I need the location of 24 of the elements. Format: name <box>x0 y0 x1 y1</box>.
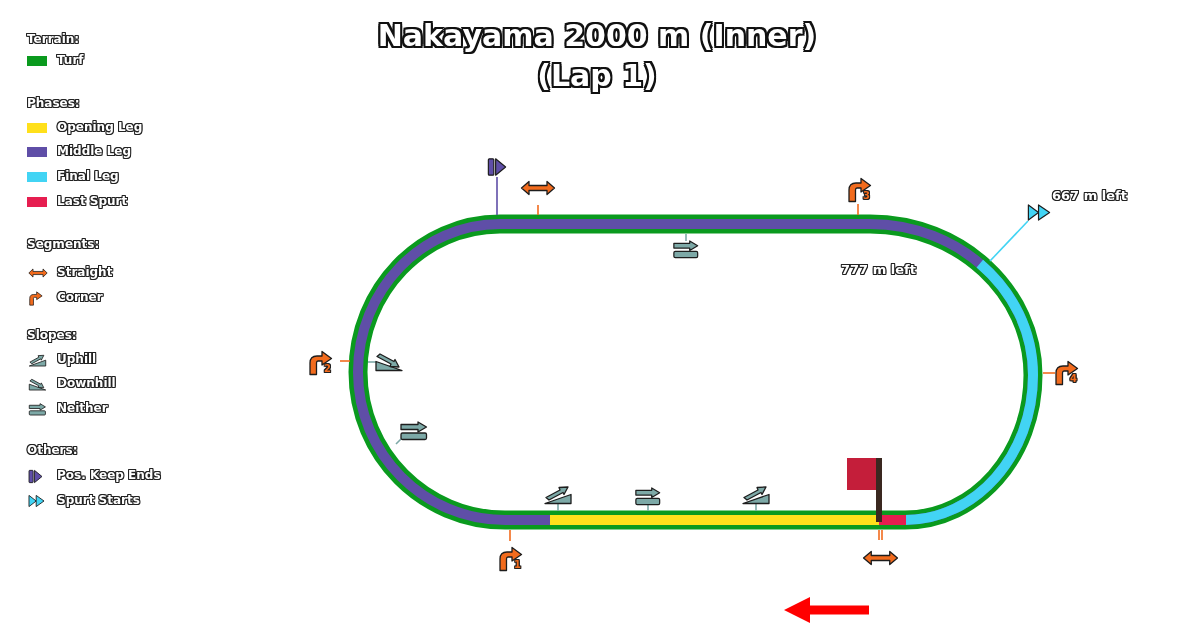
legend-label: Turf <box>57 53 84 68</box>
legend-label: Middle Leg <box>57 144 132 159</box>
legend-heading: Phases: <box>27 96 80 111</box>
distance-label: 777 m left <box>841 262 916 278</box>
legend-heading: Terrain: <box>27 32 80 47</box>
distance-label: 667 m left <box>1052 188 1127 204</box>
legend-heading: Others: <box>27 443 78 458</box>
legend-label: Opening Leg <box>57 120 143 135</box>
corner-number: 1 <box>514 560 521 570</box>
legend-label: Spurt Starts <box>57 493 140 508</box>
legend-label: Straight <box>57 265 113 280</box>
legend-label: Last Spurt <box>57 194 128 209</box>
legend-label: Neither <box>57 401 108 416</box>
legend-label: Pos. Keep Ends <box>57 468 161 483</box>
legend-label: Downhill <box>57 376 116 391</box>
legend-label: Uphill <box>57 352 97 367</box>
legend-heading: Segments: <box>27 237 100 252</box>
title: Nakayama 2000 m (Inner) (Lap 1) <box>376 17 818 96</box>
corner-number: 3 <box>863 191 870 201</box>
legend-label: Final Leg <box>57 169 119 184</box>
legend-heading: Slopes: <box>27 328 77 343</box>
corner-number: 4 <box>1070 374 1077 384</box>
corner-number: 2 <box>324 364 331 374</box>
legend-label: Corner <box>57 290 103 305</box>
